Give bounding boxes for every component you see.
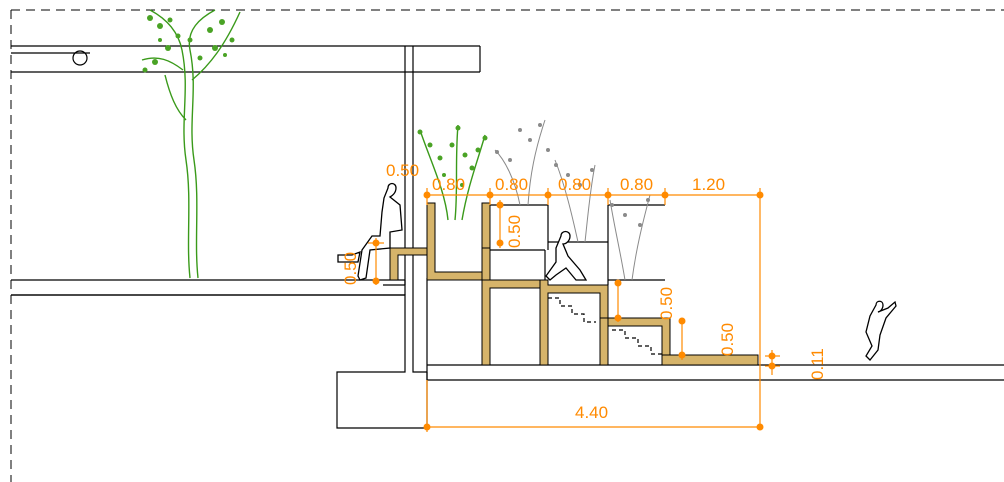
dimension-labels: 0.50 0.80 0.80 0.80 0.80 1.20 0.50 0.50 … [341, 161, 827, 422]
dim-0-50-top: 0.50 [386, 161, 419, 180]
plant-icon-grey [494, 119, 651, 281]
left-bench [389, 247, 433, 281]
dim-0-80-d: 0.80 [620, 175, 653, 194]
dashed-boundary [10, 9, 1004, 482]
roof-canopy [11, 45, 481, 285]
dim-0-80-c: 0.80 [558, 175, 591, 194]
child-running-icon [865, 300, 897, 361]
dim-4-40: 4.40 [575, 403, 608, 422]
dim-1-20: 1.20 [692, 175, 725, 194]
dim-0-50-pot: 0.50 [505, 215, 524, 248]
stepped-seating [389, 202, 759, 366]
planter-box-2-edge [481, 202, 491, 249]
planter-box-1 [426, 202, 491, 281]
step-2-riser [481, 279, 546, 366]
step-3 [539, 279, 609, 366]
step-4 [600, 317, 671, 366]
upper-step [481, 247, 491, 281]
dim-0-50-step-low: 0.50 [718, 323, 737, 356]
dim-0-80-a: 0.80 [432, 175, 465, 194]
dim-0-11: 0.11 [808, 348, 827, 380]
floor-structure [11, 278, 1004, 429]
dim-0-50-step-mid: 0.50 [657, 287, 676, 320]
landing-step [661, 354, 759, 366]
person-sitting-icon [337, 182, 403, 281]
dimension-lines [368, 188, 780, 432]
dim-0-80-b: 0.80 [495, 175, 528, 194]
plant-icon [417, 124, 488, 221]
dim-0-50-bench: 0.50 [341, 252, 360, 285]
tree-icon [141, 9, 241, 279]
person-crouching-icon [545, 230, 588, 281]
